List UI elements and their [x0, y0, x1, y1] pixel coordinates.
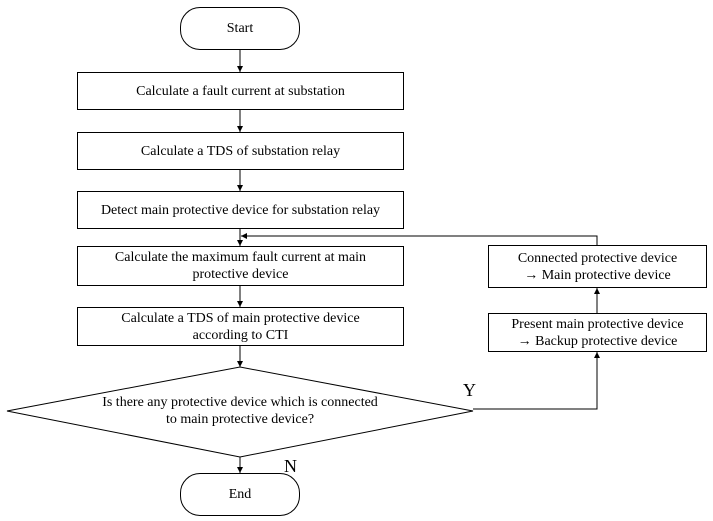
step-label: Calculate a TDS of main protective devic…	[121, 310, 360, 343]
start-label: Start	[226, 21, 254, 36]
arrow-decision-yes-to-loop	[473, 352, 600, 410]
step-tds-main-device: Calculate a TDS of main protective devic…	[77, 307, 404, 346]
step-label: Connected protective device → Main prote…	[517, 250, 678, 283]
step-backup-device: Present main protective device → Backup …	[488, 313, 707, 352]
arrow-loop2-back-to-step4	[241, 233, 598, 245]
decision-label: Is there any protective device which is …	[102, 395, 378, 427]
step-label: Calculate a TDS of substation relay	[140, 143, 341, 159]
step-label: Present main protective device → Backup …	[511, 316, 684, 349]
start-terminal: Start	[180, 7, 300, 50]
end-label: End	[228, 487, 252, 502]
step-label: Calculate the maximum fault current at m…	[114, 250, 367, 282]
step-tds-substation: Calculate a TDS of substation relay	[77, 132, 404, 170]
step-max-fault-current: Calculate the maximum fault current at m…	[77, 246, 404, 286]
step-detect-main-device: Detect main protective device for substa…	[77, 191, 404, 229]
step-fault-current: Calculate a fault current at substation	[77, 72, 404, 110]
step-label: Calculate a fault current at substation	[136, 83, 345, 99]
end-terminal: End	[180, 473, 300, 516]
step-label: Detect main protective device for substa…	[100, 202, 381, 218]
yes-branch-label: Y	[463, 380, 476, 400]
decision-diamond	[6, 366, 474, 458]
step-connected-device: Connected protective device → Main prote…	[488, 245, 707, 288]
no-branch-label: N	[284, 456, 297, 476]
